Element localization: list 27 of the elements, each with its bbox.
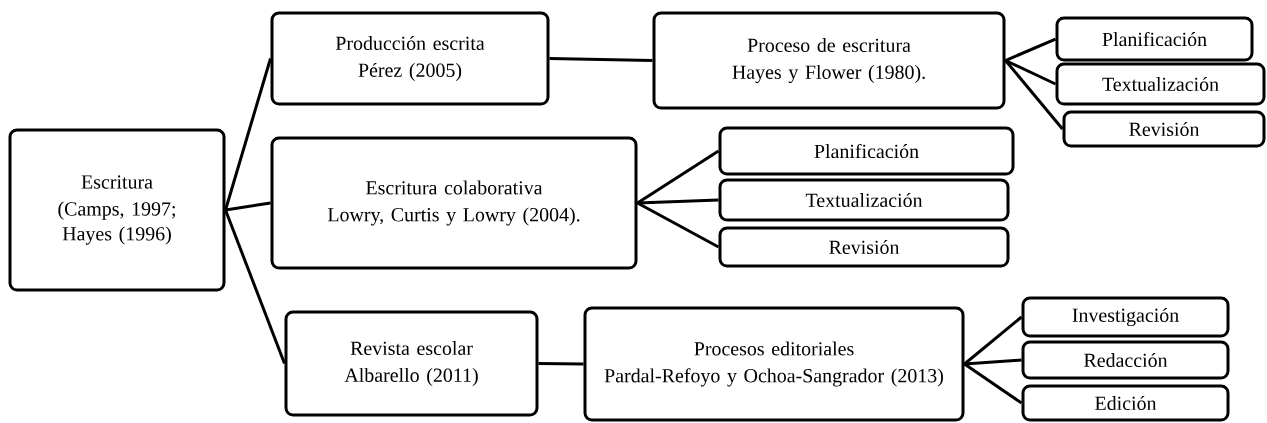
text-box: Edición bbox=[1021, 384, 1230, 422]
text-box: Escritura colaborativa Lowry, Curtis y Lowry (2004). bbox=[270, 136, 638, 270]
text-box: Revisión bbox=[718, 226, 1010, 268]
connector-line bbox=[1004, 37, 1057, 62]
text-box: Procesos editoriales Pardal-Refoyo y Ochoa-Sangrador (2013) bbox=[583, 306, 965, 422]
connector-line bbox=[538, 362, 584, 366]
text-box: Escritura (Camps, 1997; Hayes (1996) bbox=[8, 128, 226, 292]
text-box: Redacción bbox=[1021, 340, 1230, 380]
connector-line bbox=[225, 201, 271, 212]
text-box: Textualización bbox=[718, 178, 1010, 222]
connector-line bbox=[964, 358, 1022, 366]
connector-line bbox=[1004, 59, 1064, 130]
connector-line bbox=[549, 57, 653, 62]
text-box: Revisión bbox=[1062, 110, 1266, 148]
connector-line bbox=[963, 362, 1023, 405]
text-box: Textualización bbox=[1055, 62, 1266, 106]
connector-line bbox=[637, 198, 719, 205]
text-box: Planificación bbox=[1055, 16, 1254, 62]
text-box: Proceso de escritura Hayes y Flower (1980). bbox=[652, 11, 1006, 110]
text-box: Investigación bbox=[1021, 296, 1230, 338]
connector-line bbox=[1004, 59, 1057, 86]
text-box: Producción escrita Pérez (2005) bbox=[270, 11, 550, 106]
connector-line bbox=[224, 58, 272, 211]
connector-line bbox=[224, 209, 286, 365]
text-box: Revista escolar Albarello (2011) bbox=[284, 310, 539, 417]
text-box: Planificación bbox=[718, 126, 1015, 176]
connector-line bbox=[636, 201, 720, 249]
